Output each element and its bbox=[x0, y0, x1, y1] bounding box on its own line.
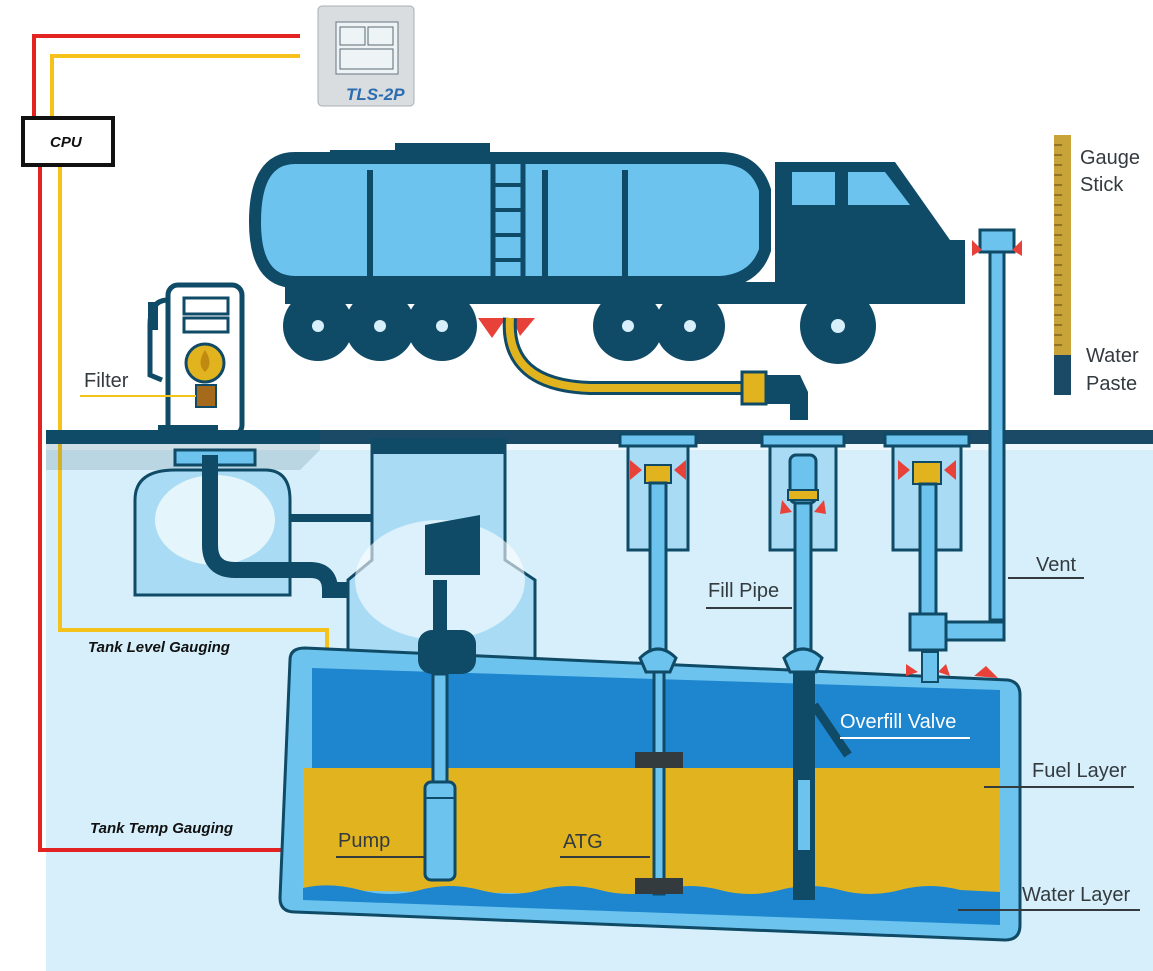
product-line bbox=[202, 455, 468, 598]
yellow-wire-top bbox=[50, 54, 300, 122]
water-paste-label-2: Paste bbox=[1086, 373, 1137, 395]
hose-coupling bbox=[740, 370, 808, 420]
tls-console: TLS-2P bbox=[317, 5, 415, 107]
fuel-dispenser bbox=[147, 282, 245, 438]
fuel-layer-label: Fuel Layer bbox=[1032, 760, 1127, 782]
tanker-truck bbox=[248, 143, 965, 364]
cpu-box: CPU bbox=[21, 116, 115, 167]
overfill-valve-label: Overfill Valve bbox=[840, 711, 956, 733]
tank-level-gauging-label: Tank Level Gauging bbox=[88, 639, 230, 656]
gauge-stick-label-2: Stick bbox=[1080, 174, 1124, 196]
gauge-stick-label-1: Gauge bbox=[1080, 147, 1140, 169]
storage-tank bbox=[278, 646, 1022, 942]
atg-probe bbox=[635, 647, 683, 896]
submersible-pump bbox=[418, 580, 476, 882]
vent-label: Vent bbox=[1036, 554, 1076, 576]
filter-label: Filter bbox=[84, 370, 129, 392]
red-wire-top bbox=[32, 34, 300, 122]
cpu-label: CPU bbox=[50, 134, 83, 151]
drop-tube bbox=[782, 647, 852, 900]
atg-label: ATG bbox=[563, 831, 603, 853]
water-paste-label-1: Water bbox=[1086, 345, 1139, 367]
water-layer-label: Water Layer bbox=[1022, 884, 1131, 906]
vent-fitting bbox=[906, 651, 998, 683]
red-wire-bottom bbox=[38, 165, 327, 852]
fill-pipe-label: Fill Pipe bbox=[708, 580, 779, 602]
water-layer bbox=[303, 885, 1000, 925]
tank-temp-gauging-label: Tank Temp Gauging bbox=[90, 820, 233, 837]
pump-label: Pump bbox=[338, 830, 390, 852]
fuel-yellow-layer bbox=[303, 768, 1000, 900]
console-brand: TLS-2P bbox=[346, 85, 405, 104]
vent-cap bbox=[972, 228, 1022, 256]
gauge-stick bbox=[1054, 135, 1071, 395]
